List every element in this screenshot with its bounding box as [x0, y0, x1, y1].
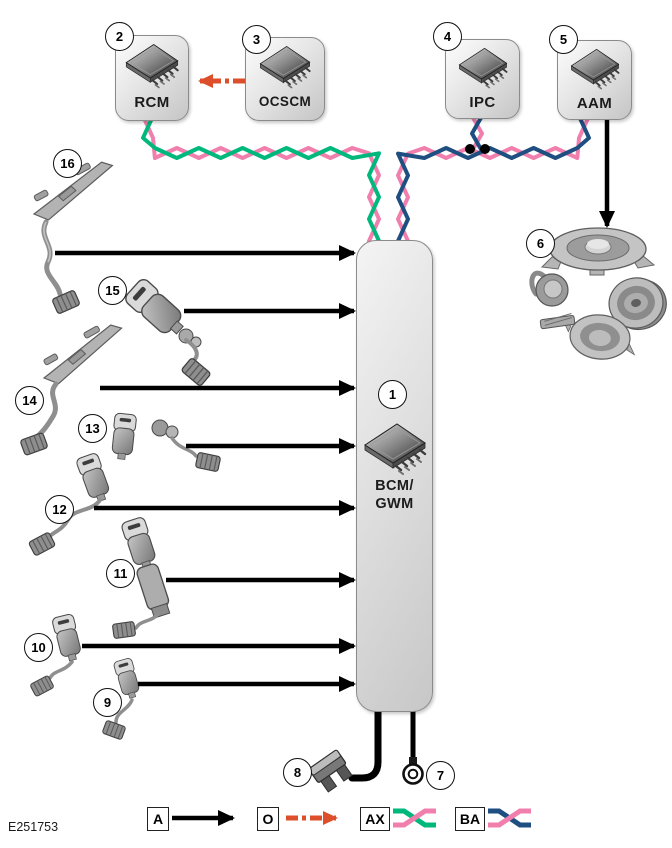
module-ipc: IPC — [445, 39, 520, 119]
module-ocscm: OCSCM — [245, 37, 325, 121]
component-6-speakers-illustration — [529, 227, 667, 360]
bcm-ground-wire — [348, 704, 382, 782]
badge-16: 16 — [53, 149, 82, 178]
ocscm-label: OCSCM — [258, 94, 312, 109]
badge-12: 12 — [45, 495, 74, 524]
ocscm-chip-icon — [257, 44, 313, 95]
badge-11: 11 — [106, 559, 135, 588]
component-16-illustration — [24, 152, 122, 315]
component-15-illustration — [122, 276, 212, 388]
aam-chip-icon — [567, 47, 623, 96]
badge-15: 15 — [98, 276, 127, 305]
badge-5-aam: 5 — [549, 25, 578, 54]
badge-14: 14 — [15, 386, 44, 415]
network-bus-wires — [141, 114, 591, 243]
component-13-illustration — [110, 412, 222, 473]
hardwired-arrows — [55, 120, 615, 692]
badge-4-ipc: 4 — [433, 22, 462, 51]
bcm-label-line2: GWM — [375, 496, 414, 512]
ipc-chip-icon — [455, 46, 511, 95]
figure-code: E251753 — [8, 820, 59, 834]
module-rcm: RCM — [115, 35, 189, 121]
legend-key-o: O — [257, 807, 279, 831]
component-10-illustration — [29, 612, 84, 698]
badge-9: 9 — [93, 688, 122, 717]
component-11-illustration — [111, 515, 171, 640]
badge-10: 10 — [24, 633, 53, 662]
bcm-label-line1: BCM/ — [375, 478, 414, 494]
badge-7: 7 — [426, 761, 455, 790]
legend-ba-twisted-pair-symbol — [488, 808, 531, 828]
module-aam: AAM — [557, 40, 632, 120]
bus-junction-dots — [465, 144, 490, 154]
badge-2-rcm: 2 — [105, 22, 134, 51]
legend-key-a: A — [147, 807, 169, 831]
rcm-label: RCM — [134, 94, 170, 111]
rcm-chip-icon — [124, 42, 180, 95]
aam-label: AAM — [576, 95, 613, 112]
component-8-fuse-illustration — [308, 749, 353, 793]
badge-8: 8 — [283, 758, 312, 787]
badge-3-ocscm: 3 — [242, 25, 271, 54]
component-9-illustration — [101, 657, 143, 741]
badge-6: 6 — [526, 229, 555, 258]
ipc-label: IPC — [469, 94, 496, 111]
bcm-chip-icon — [357, 421, 432, 482]
legend-symbols — [172, 808, 531, 828]
badge-1-bcm: 1 — [378, 380, 407, 409]
badge-13: 13 — [78, 414, 107, 443]
component-14-illustration — [19, 315, 131, 457]
module-bcm-gwm: BCM/ GWM — [356, 240, 433, 712]
legend-ax-twisted-pair-symbol — [393, 808, 436, 828]
component-7-ring-terminal-illustration — [402, 708, 424, 785]
legend-key-ax: AX — [360, 807, 390, 831]
legend-key-ba: BA — [455, 807, 485, 831]
